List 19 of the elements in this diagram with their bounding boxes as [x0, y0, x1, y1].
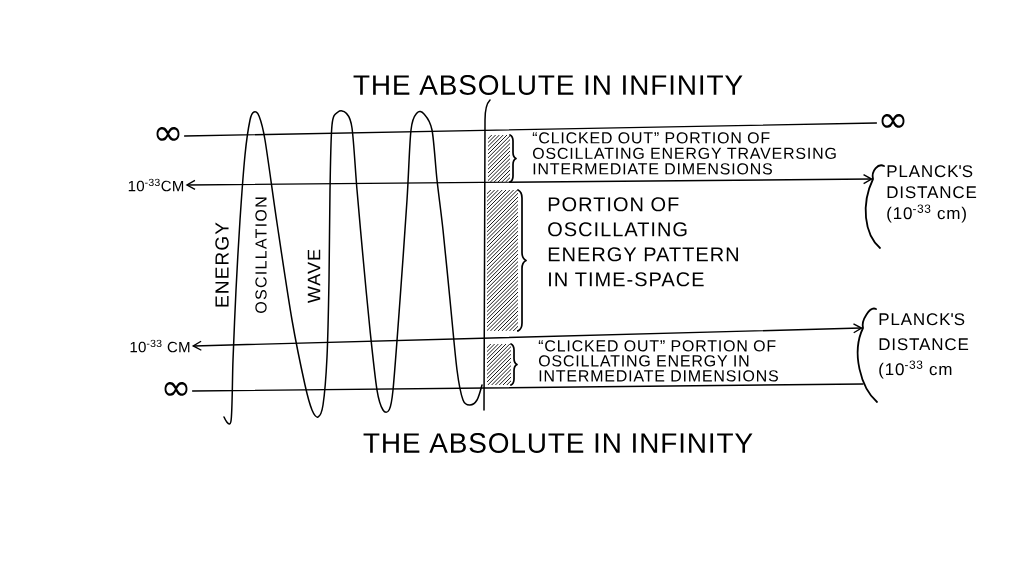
length-label: 10$^{-33}$CM: [128, 178, 184, 192]
double-arrow: [185, 173, 873, 191]
infinity-sign: ∞: [881, 114, 905, 128]
annotation-text: “CLICKED OUT” PORTION OF OSCILLATING ENERGY TRAVERSING INTERMEDIATE DIMENSIONS: [532, 132, 836, 175]
double-arrow: [191, 323, 863, 351]
annotation-text: “CLICKED OUT” PORTION OF OSCILLATING ENERGY IN INTERMEDIATE DIMENSIONS: [538, 340, 778, 382]
brace-label: PLANCK'S DISTANCE (10$^{-33}$ cm: [856, 307, 969, 403]
line: [191, 383, 864, 392]
rotated-label: WAVE: [307, 249, 321, 304]
infinity-sign: ∞: [156, 127, 180, 141]
length-label: 10$^{-33}$ CM: [130, 339, 190, 353]
line: [183, 122, 878, 137]
brace-label: PLANCK'S DISTANCE (10$^{-33}$ cm): [864, 164, 977, 249]
heading: THE ABSOLUTE IN INFINITY: [353, 75, 743, 95]
infinity-sign: ∞: [164, 382, 188, 396]
rotated-label: ENERGY: [215, 222, 229, 307]
heading: THE ABSOLUTE IN INFINITY: [363, 433, 753, 453]
rotated-label: OSCILLATION: [255, 197, 267, 313]
annotation-text: PORTION OF OSCILLATING ENERGY PATTERN IN TIME-SPACE: [548, 197, 738, 287]
